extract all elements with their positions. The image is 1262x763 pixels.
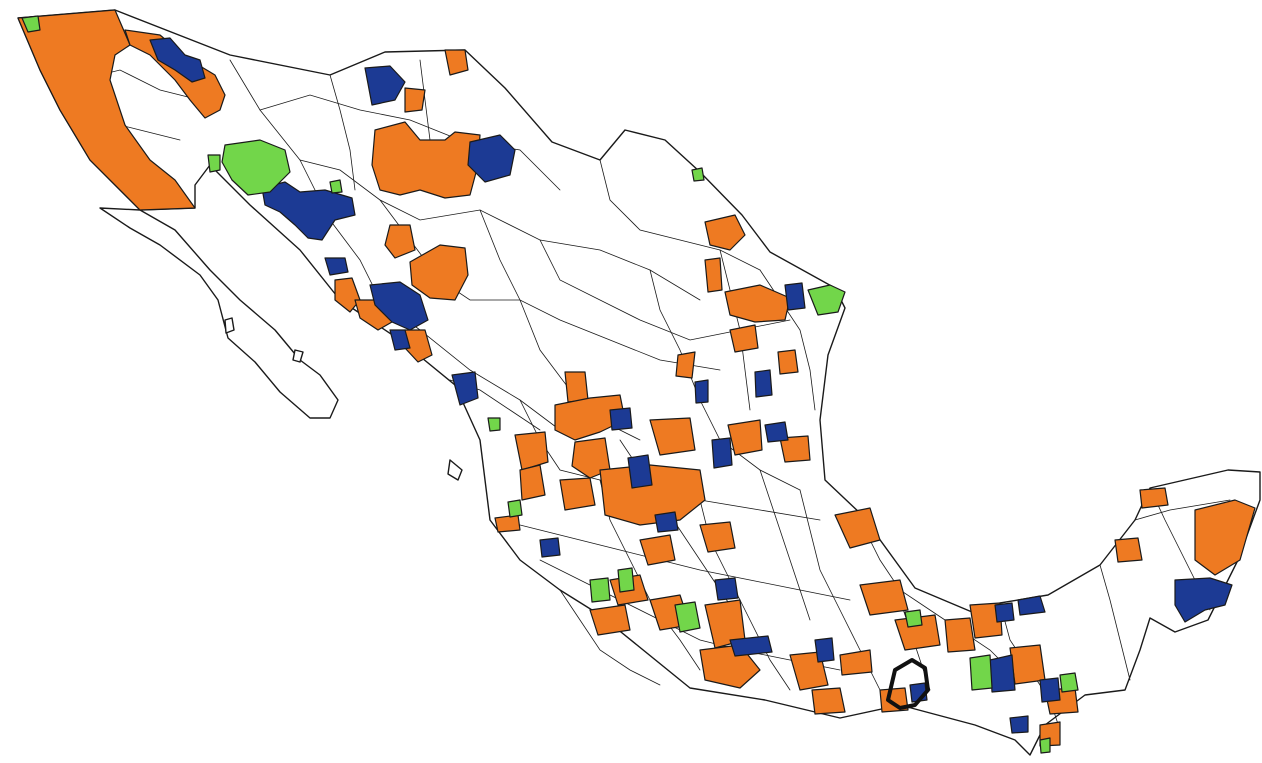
highlighted-municipality: [886, 658, 930, 710]
blue-region-5: [324, 257, 349, 276]
island-1: [224, 317, 235, 334]
blue-region-10: [754, 369, 773, 398]
green-region-9: [617, 567, 635, 593]
orange-region-24: [494, 514, 521, 533]
orange-region-36: [811, 687, 846, 715]
green-region-10: [674, 601, 701, 633]
peninsula-outline: [99, 207, 339, 419]
orange-region-41: [944, 617, 976, 653]
orange-region-47: [1194, 499, 1256, 576]
orange-region-37: [839, 649, 873, 676]
blue-region-3: [467, 134, 516, 183]
orange-region-5: [371, 121, 481, 199]
blue-region-17: [654, 511, 679, 533]
orange-region-27: [519, 464, 546, 501]
green-municipalities: [21, 15, 1079, 754]
orange-region-22: [727, 419, 763, 456]
blue-region-4: [261, 181, 356, 241]
blue-region-9: [784, 282, 806, 311]
land-group: [17, 9, 1261, 756]
blue-region-8: [451, 371, 479, 406]
blue-region-12: [609, 407, 633, 431]
blue-municipalities: [149, 37, 1233, 734]
orange-region-26: [559, 477, 596, 511]
blue-region-14: [711, 437, 733, 469]
orange-region-17: [564, 371, 589, 403]
island-3: [447, 459, 463, 481]
green-region-7: [507, 499, 523, 518]
orange-region-15: [777, 349, 799, 375]
blue-region-18: [714, 577, 739, 601]
blue-region-16: [539, 537, 561, 558]
green-region-14: [1039, 737, 1051, 754]
orange-region-11: [704, 214, 746, 251]
orange-region-1: [17, 9, 196, 211]
orange-region-48: [1139, 487, 1169, 509]
green-region-6: [487, 417, 501, 432]
blue-region-13: [627, 454, 653, 489]
green-region-2: [221, 139, 291, 196]
green-region-5: [807, 284, 846, 316]
blue-region-21: [989, 654, 1016, 693]
orange-region-13: [724, 284, 791, 323]
blue-region-19: [729, 635, 773, 657]
blue-region-7: [389, 329, 411, 351]
green-region-11: [904, 609, 923, 628]
blue-region-22: [1039, 677, 1061, 703]
green-region-12: [969, 654, 993, 691]
orange-region-43: [1009, 644, 1046, 685]
orange-region-16: [675, 351, 696, 379]
orange-region-7: [409, 244, 469, 301]
blue-region-26: [1009, 715, 1029, 734]
blue-region-2: [364, 65, 406, 106]
orange-region-4: [404, 87, 426, 113]
green-region-3: [207, 154, 221, 173]
orange-region-40: [894, 614, 941, 651]
island-2: [292, 349, 304, 363]
blue-region-1: [149, 37, 206, 83]
blue-region-25: [1174, 577, 1233, 623]
orange-region-6: [384, 224, 416, 259]
orange-region-14: [729, 324, 759, 353]
green-region-8: [589, 577, 611, 603]
orange-region-46: [1114, 537, 1143, 563]
blue-region-23: [1017, 595, 1046, 616]
orange-region-33: [589, 604, 631, 636]
green-region-13: [1059, 672, 1079, 693]
green-region-4: [329, 179, 343, 194]
orange-region-38: [834, 507, 881, 549]
orange-municipalities: [17, 9, 1256, 747]
orange-region-23: [779, 435, 811, 463]
orange-region-12: [704, 257, 723, 293]
orange-region-29: [699, 521, 736, 553]
orange-region-28: [639, 534, 676, 566]
blue-region-24: [994, 602, 1015, 623]
orange-region-21: [649, 417, 696, 456]
green-region-1: [21, 15, 41, 33]
green-region-15: [691, 167, 705, 182]
orange-region-3: [444, 49, 469, 76]
mainland-outline: [17, 9, 1261, 756]
blue-region-11: [694, 379, 709, 404]
orange-region-42: [969, 602, 1003, 639]
orange-region-8: [334, 277, 361, 313]
orange-region-39: [859, 579, 909, 616]
blue-region-6: [369, 281, 429, 331]
blue-region-20: [814, 637, 835, 663]
blue-region-15: [764, 421, 789, 443]
orange-region-25: [599, 464, 706, 526]
orange-region-19: [514, 431, 549, 471]
